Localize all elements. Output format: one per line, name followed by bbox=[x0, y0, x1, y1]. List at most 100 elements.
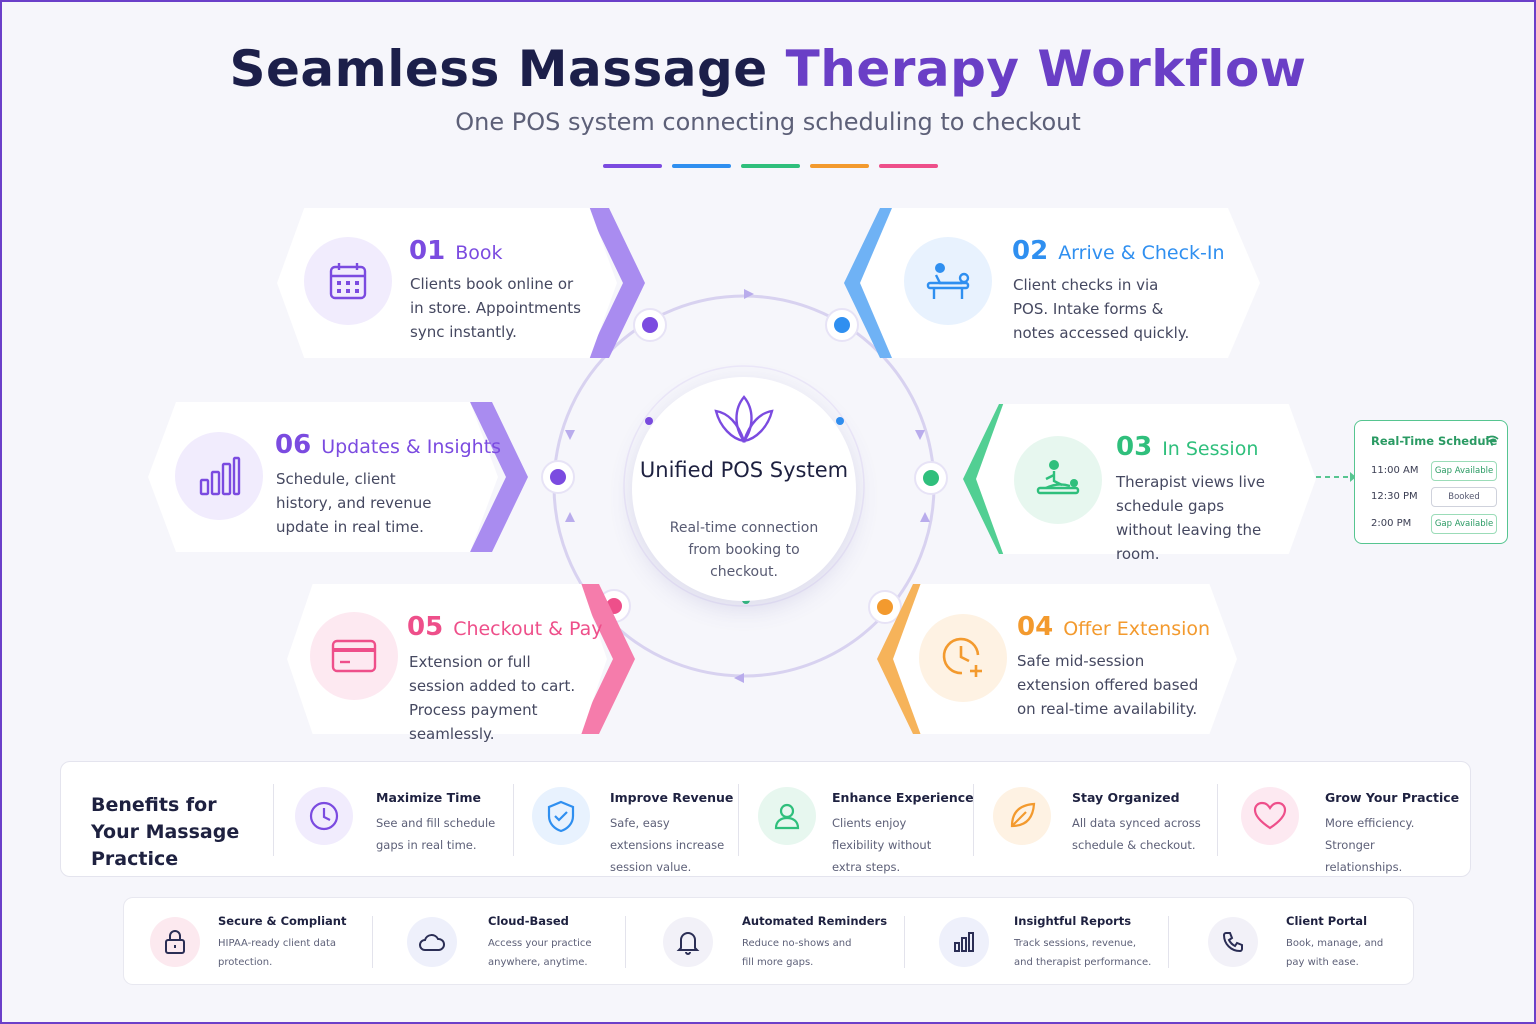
page-title: Seamless Massage Therapy Workflow bbox=[229, 40, 1307, 98]
center-hub: Unified POS System Real-time connection … bbox=[632, 377, 856, 601]
feature-title: Secure & Compliant bbox=[218, 914, 347, 928]
step-05-description: Extension or full session added to cart.… bbox=[409, 653, 576, 743]
divider bbox=[1168, 916, 1169, 968]
feature-title: Cloud-Based bbox=[488, 914, 569, 928]
benefit-title: Maximize Time bbox=[376, 790, 481, 805]
calendar-icon bbox=[304, 237, 392, 325]
step-03-heading: 03 In Session bbox=[1116, 432, 1258, 462]
page-subtitle: One POS system connecting scheduling to … bbox=[455, 108, 1081, 136]
step-02-description: Client checks in via POS. Intake forms &… bbox=[1013, 276, 1190, 342]
step-03-title: In Session bbox=[1162, 438, 1259, 460]
step-02-number: 02 bbox=[1012, 236, 1049, 266]
underline-bar-blue bbox=[672, 164, 731, 168]
step-card-02: 02 Arrive & Check-In Client checks in vi… bbox=[842, 208, 1260, 358]
benefit-description: Clients enjoy flexibility without extra … bbox=[832, 816, 932, 874]
inner-dot-blue bbox=[836, 417, 844, 425]
real-time-schedule-widget: Real-Time Schedule 11:00 AM Gap Availabl… bbox=[1354, 420, 1508, 544]
divider bbox=[273, 784, 274, 856]
step-04-heading: 04 Offer Extension bbox=[1017, 612, 1210, 642]
step-06-number: 06 bbox=[275, 430, 312, 460]
lock-icon bbox=[150, 917, 200, 967]
step-06-title: Updates & Insights bbox=[321, 436, 502, 458]
benefit-title: Improve Revenue bbox=[610, 790, 734, 805]
step-01-title: Book bbox=[455, 242, 503, 264]
benefit-description: See and fill schedule gaps in real time. bbox=[376, 816, 496, 852]
clock-plus-icon bbox=[919, 614, 1007, 702]
report-icon bbox=[939, 917, 989, 967]
ring-node-03 bbox=[914, 461, 948, 495]
underline-bar-green bbox=[741, 164, 800, 168]
underline-bar-orange bbox=[810, 164, 869, 168]
center-title: Unified POS System bbox=[639, 458, 849, 482]
divider bbox=[625, 916, 626, 968]
ring-arrow-bottom bbox=[734, 673, 744, 683]
massage-table-icon bbox=[904, 237, 992, 325]
ring-inner-path bbox=[623, 365, 865, 607]
benefit-title: Enhance Experience bbox=[832, 790, 974, 805]
ring-arrow-right-bottom bbox=[920, 512, 930, 522]
step-02-title: Arrive & Check-In bbox=[1058, 242, 1225, 264]
step-01-heading: 01 Book bbox=[409, 236, 502, 266]
center-description: Real-time connection from booking to che… bbox=[669, 520, 819, 580]
ring-node-04 bbox=[868, 590, 902, 624]
massage-icon bbox=[1014, 436, 1102, 524]
schedule-status-badge: Gap Available bbox=[1431, 461, 1497, 481]
underline-bar-purple bbox=[603, 164, 662, 168]
schedule-time: 12:30 PM bbox=[1371, 491, 1418, 502]
benefit-description: All data synced across schedule & checko… bbox=[1072, 816, 1201, 852]
divider bbox=[1217, 784, 1218, 856]
feature-title: Insightful Reports bbox=[1014, 914, 1132, 928]
inner-dot-purple bbox=[645, 417, 653, 425]
ring-arrow-right-top bbox=[915, 430, 925, 440]
user-icon bbox=[758, 787, 816, 845]
schedule-time: 2:00 PM bbox=[1371, 518, 1412, 529]
feature-title: Automated Reminders bbox=[742, 914, 888, 928]
ring-node-02 bbox=[825, 308, 859, 342]
feature-description: Book, manage, and pay with ease. bbox=[1286, 938, 1384, 968]
heart-icon bbox=[1241, 787, 1299, 845]
leaf-icon bbox=[993, 787, 1051, 845]
shield-check-icon bbox=[532, 787, 590, 845]
features-panel: Secure & Compliant HIPAA-ready client da… bbox=[123, 897, 1414, 985]
clock-icon bbox=[295, 787, 353, 845]
benefit-title: Grow Your Practice bbox=[1325, 790, 1460, 805]
wifi-icon bbox=[1485, 435, 1499, 446]
benefit-description: More efficiency. Stronger relationships. bbox=[1325, 816, 1415, 874]
ring-arrow-left-top bbox=[565, 430, 575, 440]
step-05-number: 05 bbox=[407, 612, 444, 642]
step-02-heading: 02 Arrive & Check-In bbox=[1012, 236, 1225, 266]
ring-node-06 bbox=[541, 460, 575, 494]
phone-icon bbox=[1208, 917, 1258, 967]
ring-arrow-left-bottom bbox=[565, 512, 575, 522]
step-01-number: 01 bbox=[409, 236, 446, 266]
divider bbox=[513, 784, 514, 856]
step-01-description: Clients book online or in store. Appoint… bbox=[410, 275, 581, 341]
feature-description: HIPAA-ready client data protection. bbox=[218, 938, 336, 968]
feature-title: Client Portal bbox=[1286, 914, 1368, 928]
benefits-title: Benefits for Your Massage Practice bbox=[91, 794, 240, 870]
lotus-icon bbox=[714, 395, 774, 444]
divider bbox=[973, 784, 974, 856]
step-03-chevron bbox=[963, 404, 1021, 554]
cloud-icon bbox=[407, 917, 457, 967]
benefit-title: Stay Organized bbox=[1072, 790, 1180, 805]
feature-description: Track sessions, revenue, and therapist p… bbox=[1014, 938, 1152, 968]
credit-card-icon bbox=[310, 612, 398, 700]
step-04-description: Safe mid-session extension offered based… bbox=[1017, 652, 1199, 718]
divider bbox=[904, 916, 905, 968]
divider bbox=[372, 916, 373, 968]
bell-icon bbox=[663, 917, 713, 967]
step-04-title: Offer Extension bbox=[1063, 618, 1211, 640]
schedule-status-badge: Gap Available bbox=[1431, 514, 1497, 534]
step-04-chevron bbox=[877, 584, 935, 734]
feature-description: Access your practice anywhere, anytime. bbox=[488, 938, 592, 968]
step-01-chevron bbox=[587, 208, 645, 358]
step-card-06: 06 Updates & Insights Schedule, client h… bbox=[148, 402, 530, 552]
step-03-description: Therapist views live schedule gaps witho… bbox=[1116, 473, 1265, 563]
step-02-chevron bbox=[844, 208, 902, 358]
step-04-number: 04 bbox=[1017, 612, 1054, 642]
feature-description: Reduce no-shows and fill more gaps. bbox=[742, 938, 852, 968]
title-underline-bars bbox=[603, 164, 938, 168]
benefit-description: Safe, easy extensions increase session v… bbox=[610, 816, 725, 874]
